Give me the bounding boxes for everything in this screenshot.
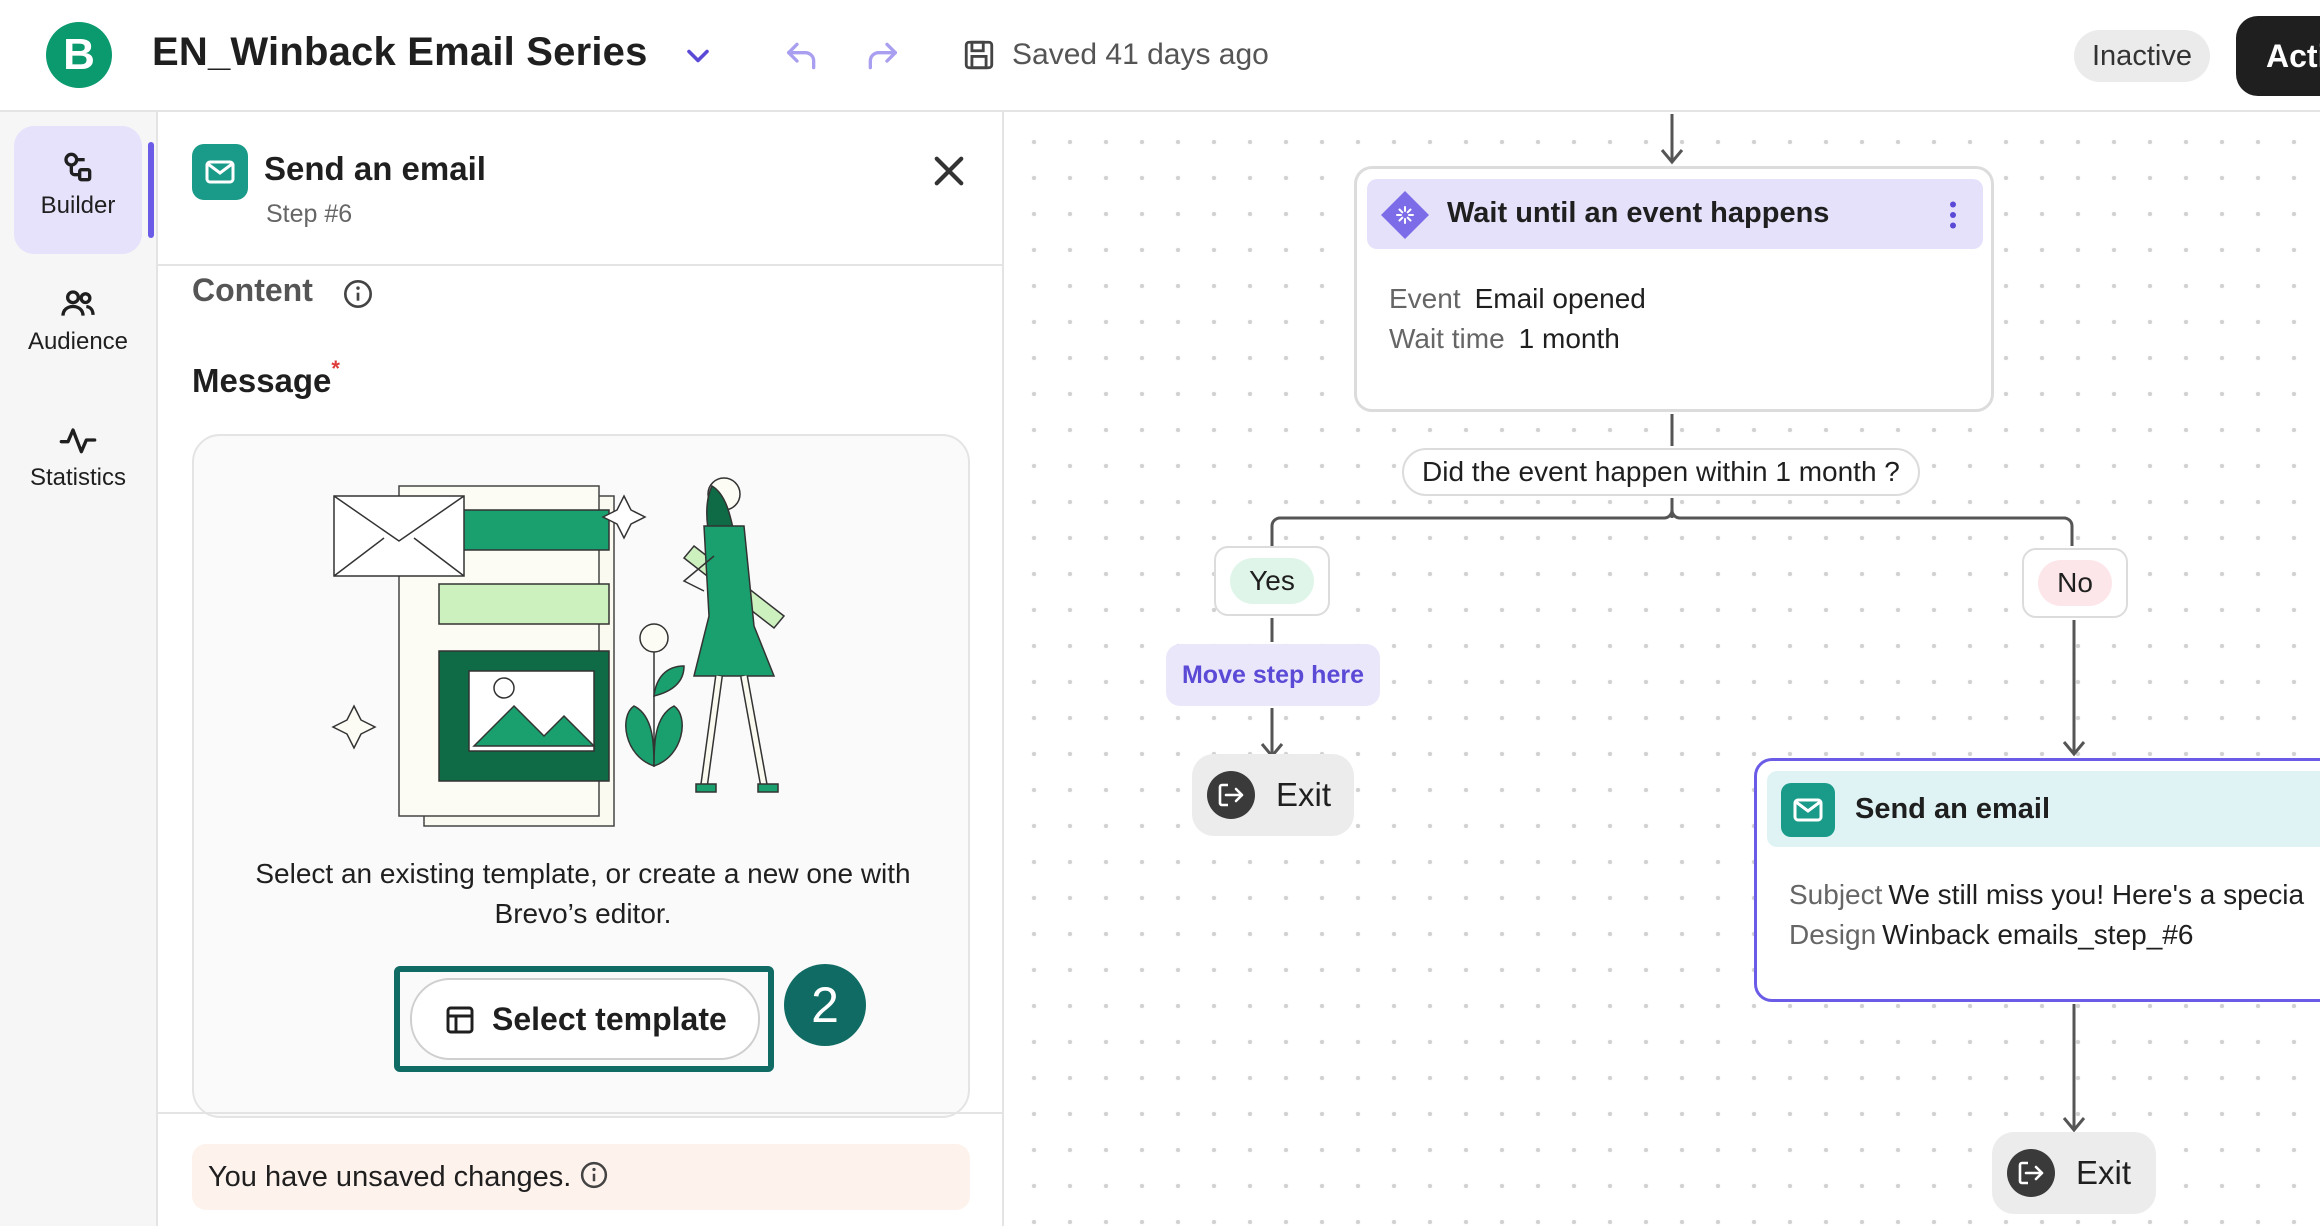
- email-icon: [192, 144, 248, 200]
- wait-step-title: Wait until an event happens: [1447, 197, 1830, 229]
- info-icon[interactable]: [342, 278, 374, 310]
- no-label: No: [2038, 560, 2112, 606]
- content-section-label: Content: [192, 272, 313, 308]
- exit-node-yes[interactable]: Exit: [1192, 754, 1354, 836]
- navigation-rail: Builder Audience Statistics: [0, 112, 158, 1226]
- save-icon: [964, 40, 994, 70]
- activate-button[interactable]: Acti: [2236, 16, 2320, 96]
- required-mark: *: [331, 356, 340, 381]
- wait-event-icon: [1381, 191, 1429, 239]
- saved-status: Saved 41 days ago: [1012, 38, 1269, 71]
- workflow-title[interactable]: EN_Winback Email Series: [152, 30, 648, 74]
- close-icon[interactable]: [928, 150, 970, 192]
- rail-item-audience[interactable]: Audience: [14, 262, 142, 390]
- yes-label: Yes: [1230, 558, 1314, 604]
- template-illustration: [331, 477, 786, 827]
- exit-label: Exit: [2076, 1154, 2132, 1191]
- select-template-label: Select template: [492, 1001, 727, 1037]
- message-label: Message*: [192, 356, 340, 399]
- status-badge: Inactive: [2074, 30, 2210, 82]
- template-picker: Select an existing template, or create a…: [192, 434, 970, 1118]
- active-indicator: [148, 142, 154, 238]
- exit-icon: [1207, 771, 1255, 819]
- rail-label: Builder: [40, 192, 116, 219]
- unsaved-changes-notice: You have unsaved changes.: [192, 1144, 970, 1210]
- move-step-here-button[interactable]: Move step here: [1166, 644, 1380, 706]
- brevo-logo[interactable]: B: [46, 22, 112, 88]
- template-icon: [446, 1006, 474, 1034]
- email-step-header: Send an email: [1767, 771, 2320, 847]
- step-number: Step #6: [266, 200, 353, 228]
- wait-step-header: Wait until an event happens: [1367, 179, 1983, 249]
- builder-icon: [64, 152, 92, 182]
- rail-item-builder[interactable]: Builder: [14, 126, 142, 254]
- chevron-down-icon[interactable]: [680, 38, 716, 74]
- flow-connectors: [1260, 114, 2086, 1133]
- yes-branch[interactable]: Yes: [1214, 546, 1330, 616]
- rail-label: Audience: [27, 328, 129, 355]
- rail-label: Statistics: [29, 464, 127, 491]
- top-bar: B EN_Winback Email Series Saved 41 days …: [0, 0, 2320, 112]
- panel-header: Send an email Step #6: [158, 112, 1004, 266]
- audience-icon: [61, 290, 95, 316]
- panel-footer: You have unsaved changes.: [158, 1112, 1004, 1226]
- tutorial-step-badge: 2: [784, 964, 866, 1046]
- undo-icon[interactable]: [782, 36, 822, 76]
- panel-title: Send an email: [264, 150, 486, 187]
- highlight-outline: Select template: [394, 966, 774, 1072]
- exit-label: Exit: [1276, 776, 1332, 813]
- exit-icon: [2007, 1149, 2055, 1197]
- step-settings-panel: Send an email Step #6 Content Message*: [158, 112, 1004, 1226]
- no-branch[interactable]: No: [2022, 548, 2128, 618]
- email-icon: [1781, 783, 1835, 837]
- rail-item-statistics[interactable]: Statistics: [14, 398, 142, 526]
- condition-label: Did the event happen within 1 month ?: [1402, 448, 1920, 496]
- info-icon[interactable]: [579, 1160, 609, 1190]
- redo-icon[interactable]: [862, 36, 902, 76]
- exit-node-no[interactable]: Exit: [1992, 1132, 2156, 1214]
- select-template-button[interactable]: Select template: [410, 978, 760, 1060]
- unsaved-text: You have unsaved changes.: [208, 1161, 572, 1193]
- email-step-title: Send an email: [1855, 793, 2051, 825]
- template-description: Select an existing template, or create a…: [255, 858, 911, 929]
- statistics-icon: [59, 428, 97, 454]
- more-options-icon[interactable]: [1935, 197, 1971, 233]
